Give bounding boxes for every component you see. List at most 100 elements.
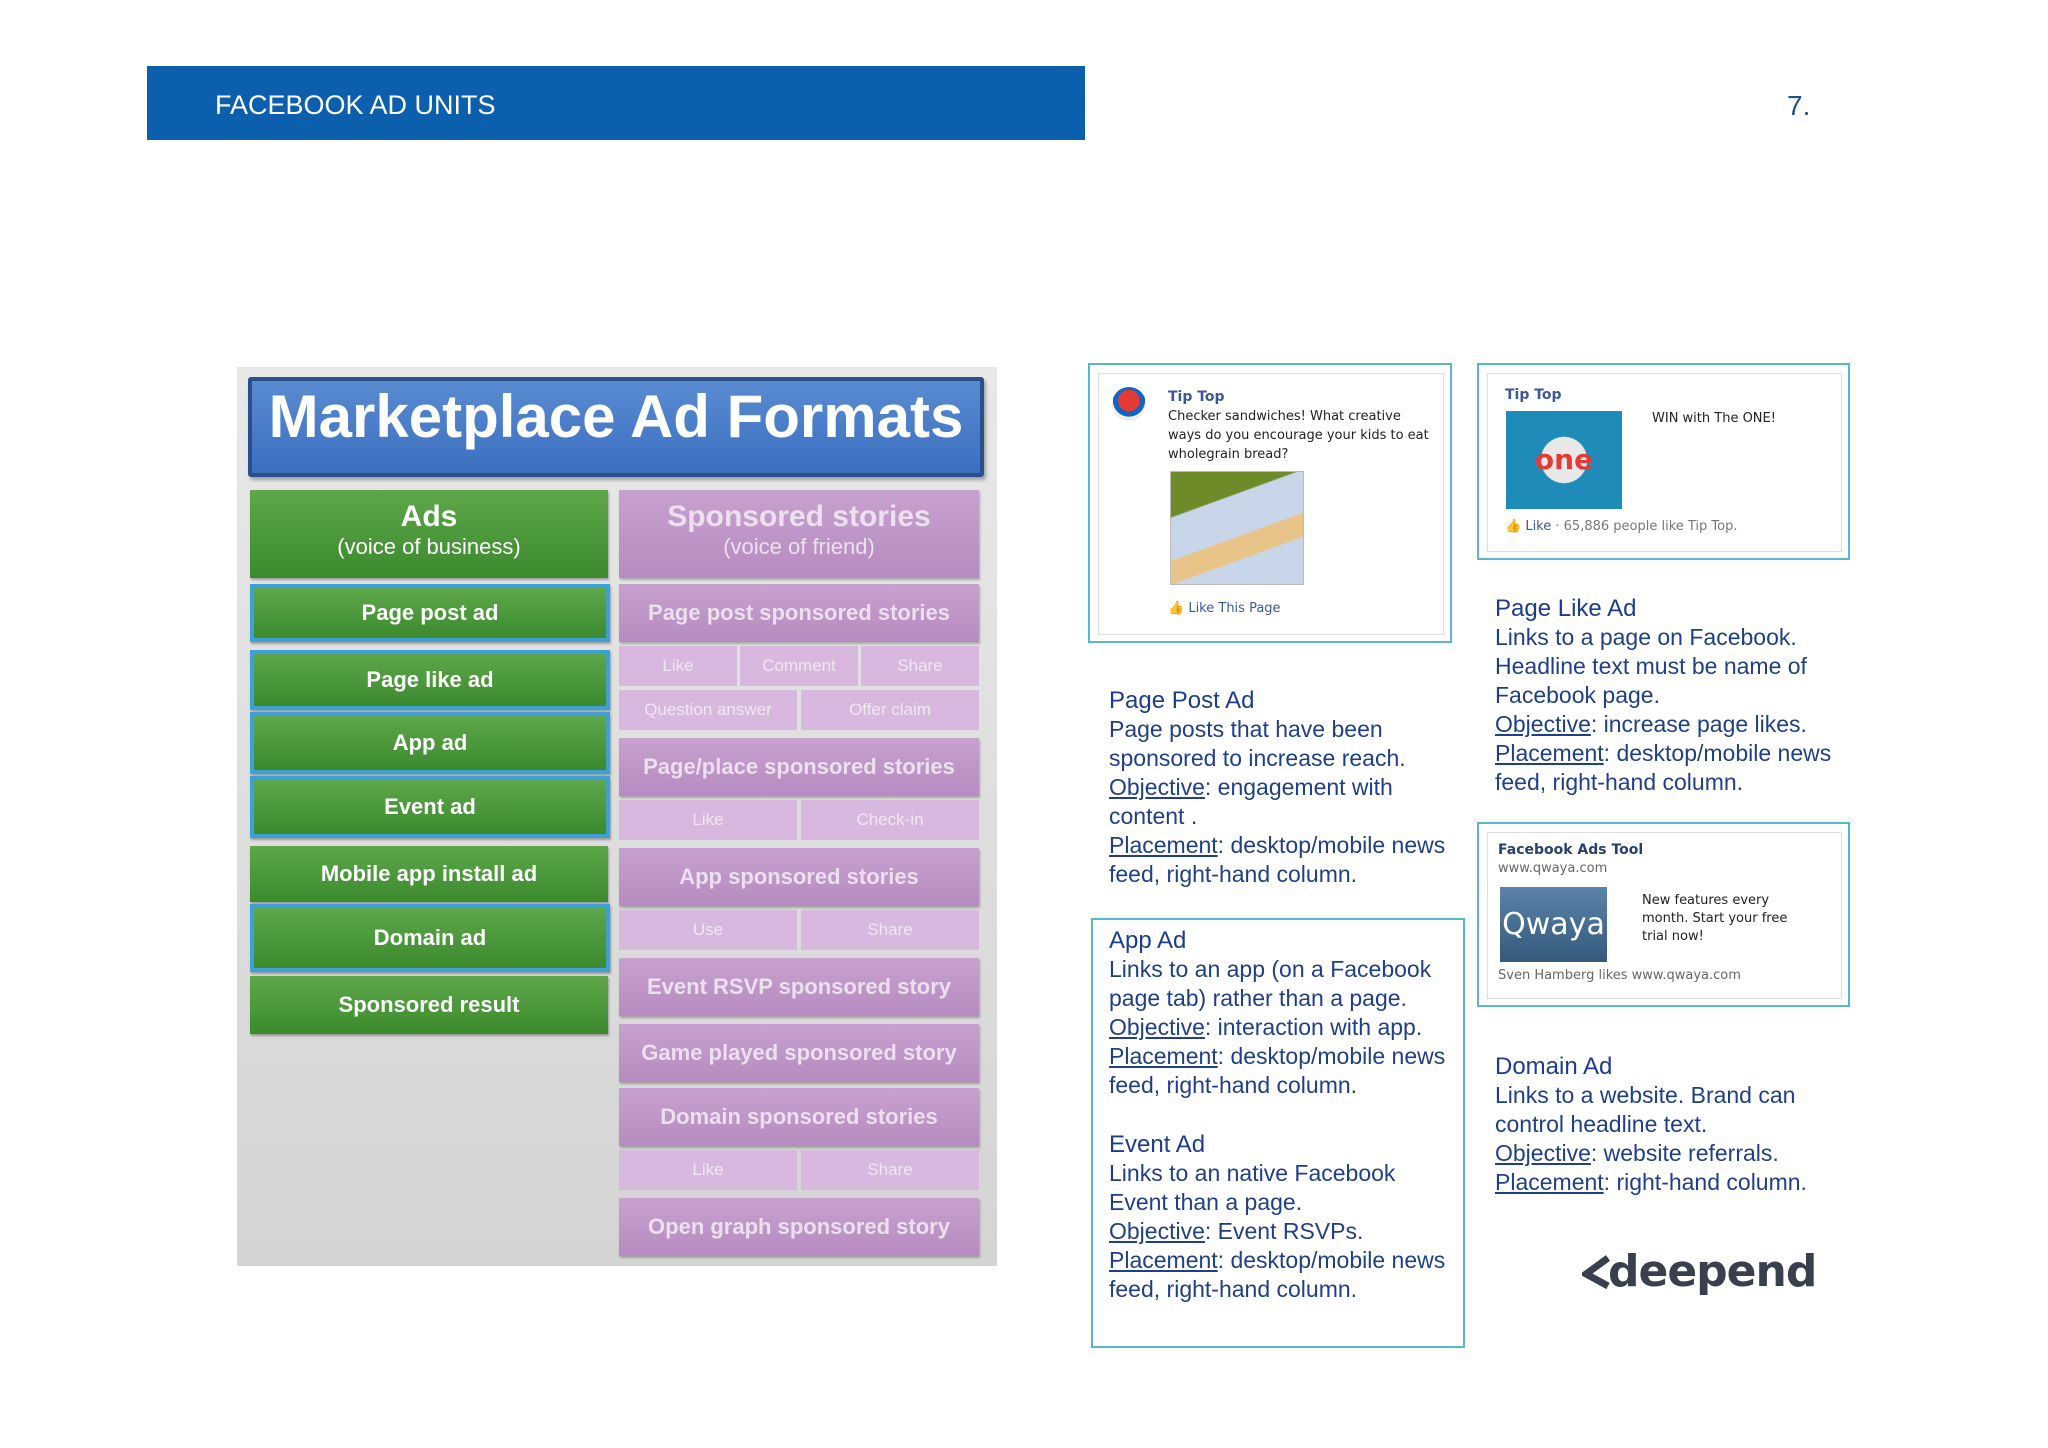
placement-text: : desktop/mobile news feed, right-hand c…	[1495, 740, 1832, 795]
page-like-ad-example: Tip Top one WIN with The ONE! 👍 Like · 6…	[1477, 363, 1850, 560]
stories-sub-label: Offer claim	[849, 700, 931, 719]
desc-objective: Objective: engagement with content .	[1109, 773, 1449, 831]
social-context: Sven Hamberg likes www.qwaya.com	[1498, 968, 1741, 983]
objective-text: : website referrals.	[1590, 1140, 1779, 1166]
objective-label: Objective	[1495, 711, 1591, 737]
ads-item-domain: Domain ad	[250, 904, 610, 972]
desc-app: App Ad Links to an app (on a Facebook pa…	[1109, 926, 1459, 1100]
ads-header: Ads (voice of business)	[250, 490, 608, 578]
stories-sub-like: Like	[619, 1150, 797, 1190]
stories-app: App sponsored stories	[619, 848, 979, 906]
ads-header-title: Ads	[400, 500, 458, 533]
desc-event: Event Ad Links to an native Facebook Eve…	[1109, 1130, 1449, 1304]
marketplace-title-box	[248, 377, 984, 477]
ads-item-event: Event ad	[250, 776, 610, 838]
desc-placement: Placement: desktop/mobile news feed, rig…	[1109, 1246, 1449, 1304]
objective-label: Objective	[1109, 774, 1205, 800]
desc-domain: Domain Ad Links to a website. Brand can …	[1495, 1052, 1840, 1197]
stories-open-graph: Open graph sponsored story	[619, 1198, 979, 1256]
stories-sub-share: Share	[861, 646, 979, 686]
domain-ad-example: Facebook Ads Tool www.qwaya.com Qwaya Ne…	[1477, 822, 1850, 1007]
header-bar	[147, 66, 1085, 140]
ad-body-text: Checker sandwiches! What creative ways d…	[1168, 409, 1429, 462]
stories-domain: Domain sponsored stories	[619, 1088, 979, 1146]
desc-objective: Objective: increase page likes.	[1495, 710, 1840, 739]
objective-text: : interaction with app.	[1204, 1014, 1423, 1040]
stories-sub-check-in: Check-in	[801, 800, 979, 840]
desc-placement: Placement: desktop/mobile news feed, rig…	[1109, 1042, 1459, 1100]
like-link[interactable]: 👍 Like · 65,886 people like Tip Top.	[1505, 519, 1738, 534]
stories-sub-label: Like	[692, 1160, 724, 1179]
desc-objective: Objective: Event RSVPs.	[1109, 1217, 1449, 1246]
placement-label: Placement	[1109, 832, 1218, 858]
stories-sub-label: Comment	[762, 656, 836, 675]
tip-top-logo-icon	[1112, 387, 1146, 421]
stories-sub-label: Check-in	[856, 810, 924, 829]
ad-inner-border	[1098, 373, 1444, 635]
stories-event-rsvp: Event RSVP sponsored story	[619, 958, 979, 1016]
objective-text: : engagement with content .	[1109, 774, 1393, 829]
stories-page-post: Page post sponsored stories	[619, 584, 979, 642]
ads-item-label: Event ad	[384, 794, 476, 819]
stories-sub-offer-claim: Offer claim	[801, 690, 979, 730]
logo-text: Qwaya	[1502, 907, 1605, 942]
ads-item-label: Page like ad	[366, 667, 494, 692]
placement-text: : right-hand column.	[1603, 1169, 1807, 1195]
ads-item-mobile-app-install: Mobile app install ad	[250, 846, 608, 902]
desc-placement: Placement: desktop/mobile news feed, rig…	[1109, 831, 1449, 889]
the-one-logo: one	[1506, 411, 1622, 509]
stories-header-subtitle: (voice of friend)	[723, 534, 875, 559]
ads-item-page-like: Page like ad	[250, 650, 610, 710]
stories-sub-label: Like	[662, 656, 694, 675]
desc-body: Links to an native Facebook Event than a…	[1109, 1160, 1396, 1215]
stories-sub-label: Question answer	[644, 700, 772, 719]
like-label: Like	[1525, 519, 1552, 534]
sandwich-image	[1170, 471, 1304, 585]
qwaya-logo: Qwaya	[1500, 887, 1607, 962]
placement-text: : desktop/mobile news feed, right-hand c…	[1109, 832, 1446, 887]
stories-sub-label: Share	[897, 656, 943, 675]
stories-sub-label: Share	[867, 920, 913, 939]
advertiser-name: Facebook Ads Tool	[1498, 842, 1644, 858]
like-page-label: Like This Page	[1188, 601, 1281, 616]
advertiser-name: Tip Top	[1168, 389, 1225, 405]
desc-heading: Event Ad	[1109, 1131, 1206, 1158]
placement-label: Placement	[1495, 1169, 1604, 1195]
desc-heading: Page Like Ad	[1495, 595, 1637, 622]
stories-sub-share: Share	[801, 910, 979, 950]
stories-label: Page post sponsored stories	[648, 600, 950, 625]
deepend-logo-text: deepend	[1608, 1246, 1817, 1297]
desc-heading: App Ad	[1109, 927, 1187, 954]
ads-item-sponsored-result: Sponsored result	[250, 976, 608, 1034]
advertiser-name: Tip Top	[1505, 387, 1562, 403]
stories-sub-comment: Comment	[740, 646, 858, 686]
stories-sub-like: Like	[619, 646, 737, 686]
page-post-ad-example: Tip Top Checker sandwiches! What creativ…	[1088, 363, 1452, 643]
stories-sub-use: Use	[619, 910, 797, 950]
desc-placement: Placement: desktop/mobile news feed, rig…	[1495, 739, 1840, 797]
page-title: FACEBOOK AD UNITS	[215, 90, 496, 120]
like-count: · 65,886 people like Tip Top.	[1551, 519, 1738, 534]
desc-placement: Placement: right-hand column.	[1495, 1168, 1840, 1197]
placement-label: Placement	[1495, 740, 1604, 766]
objective-text: : increase page likes.	[1590, 711, 1807, 737]
stories-label: Open graph sponsored story	[648, 1214, 950, 1239]
stories-label: App sponsored stories	[679, 864, 919, 889]
placement-label: Placement	[1109, 1043, 1218, 1069]
stories-sub-share: Share	[801, 1150, 979, 1190]
stories-sub-question-answer: Question answer	[619, 690, 797, 730]
stories-sub-label: Like	[692, 810, 724, 829]
page-number: 7.	[1787, 90, 1811, 121]
desc-body: Links to a website. Brand can control he…	[1495, 1082, 1796, 1137]
stories-header-title: Sponsored stories	[667, 500, 931, 533]
like-page-link[interactable]: 👍 Like This Page	[1168, 601, 1281, 616]
stories-label: Page/place sponsored stories	[643, 754, 955, 779]
objective-label: Objective	[1109, 1218, 1205, 1244]
stories-header: Sponsored stories (voice of friend)	[619, 490, 979, 578]
ad-url: www.qwaya.com	[1498, 861, 1608, 876]
stories-sub-label: Share	[867, 1160, 913, 1179]
placement-label: Placement	[1109, 1247, 1218, 1273]
ad-body-text: WIN with The ONE!	[1652, 411, 1776, 426]
stories-label: Event RSVP sponsored story	[646, 974, 951, 999]
desc-objective: Objective: interaction with app.	[1109, 1013, 1459, 1042]
